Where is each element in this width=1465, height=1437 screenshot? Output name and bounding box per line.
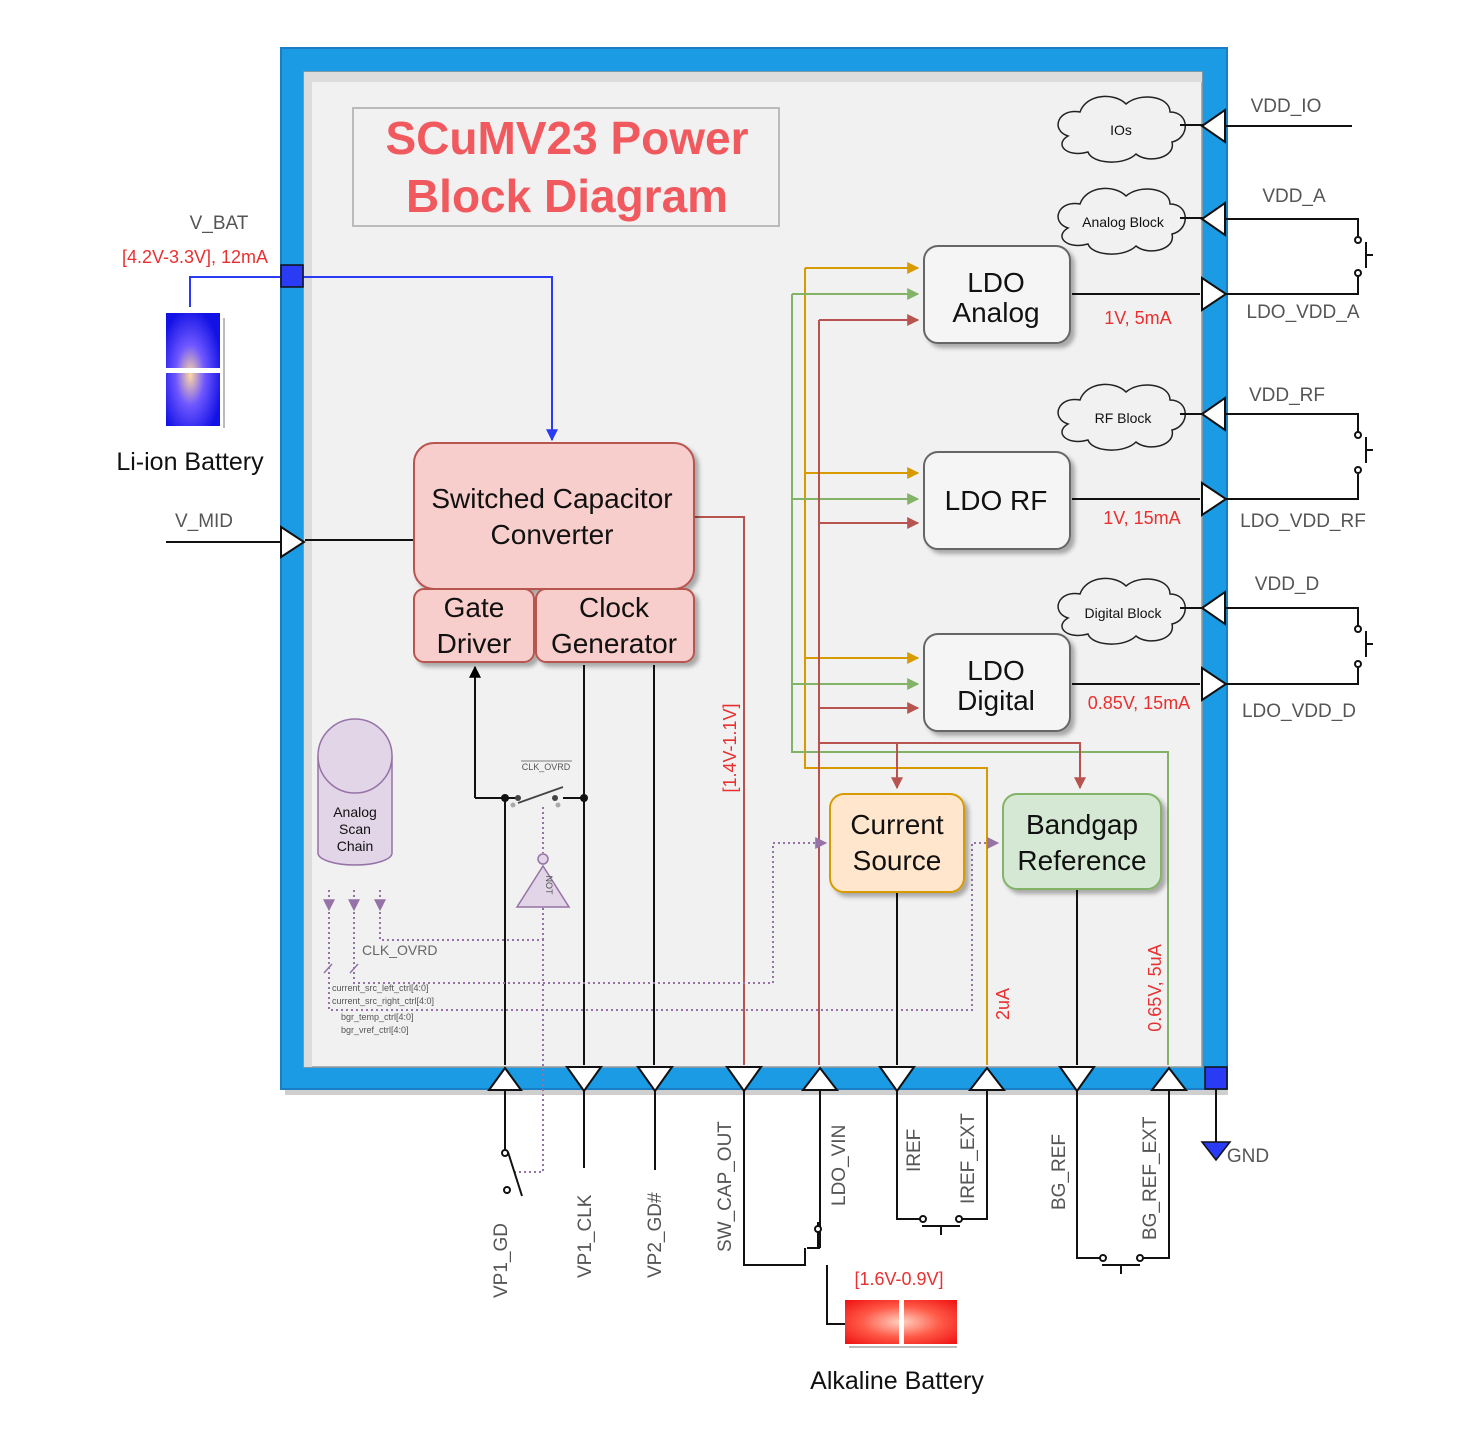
ldo-d-spec: 0.85V, 15mA [1088,693,1190,713]
red-vin-bus [695,314,1086,1065]
pin-iref-ext: IREF_EXT [958,1113,979,1204]
pin-ldo-vdd-rf: LDO_VDD_RF [1240,511,1366,532]
gnd-icon [1200,1141,1232,1162]
alk-spec: [1.6V-0.9V] [854,1269,943,1289]
pin-ldo-vdd-a: LDO_VDD_A [1247,302,1360,323]
ldo-digital-line-2: Digital [957,685,1035,716]
pin-vp1-gd: VP1_GD [491,1223,512,1298]
ldo-rf-line-1: LDO RF [945,485,1048,516]
title-line-2: Block Diagram [406,170,728,222]
vbat-spec: [4.2V-3.3V], 12mA [122,247,268,267]
vmid-port [280,525,306,559]
rf-block-cloud-label: RF Block [1095,410,1153,426]
current-source-line-1: Current [850,809,944,840]
pin-ldo-vdd-d: LDO_VDD_D [1242,701,1356,722]
gate-line-1: Gate [444,592,505,623]
clock-wires [469,665,655,1065]
pin-v-mid: V_MID [175,511,233,532]
bandgap-reference [1002,793,1162,890]
alkaline-battery-label: Alkaline Battery [810,1367,984,1395]
clk-ovrd-switch [510,786,564,808]
pin-vp1-clk: VP1_CLK [575,1194,596,1278]
bus-label-2: current_src_right_ctrl[4:0] [332,996,434,1006]
title-box [352,107,780,227]
bottom-switches [501,1149,1144,1274]
scan-chain-line-3: Chain [337,838,374,854]
ldo-analog [923,245,1071,344]
ldo-analog-line-1: LDO [967,267,1025,298]
analog-block-cloud-label: Analog Block [1082,214,1165,230]
liion-battery-icon [162,313,225,428]
analog-block-cloud [1057,187,1186,255]
alkaline-battery-icon [845,1296,957,1348]
pin-gnd: GND [1227,1146,1269,1167]
right-external-wires [1226,125,1359,685]
bandgap-line-2: Reference [1017,845,1146,876]
clock-line-2: Generator [551,628,677,659]
ios-cloud-label: IOs [1110,122,1132,138]
ldo-a-spec: 1V, 5mA [1104,308,1171,328]
bottom-ports [487,1066,1189,1093]
ldo-digital-line-1: LDO [967,655,1025,686]
pin-vdd-a: VDD_A [1262,186,1326,207]
rf-block-cloud [1057,383,1186,451]
pin-vdd-io: VDD_IO [1251,96,1322,117]
ldo-analog-line-2: Analog [952,297,1039,328]
ldo-output-wires [1072,293,1200,685]
svg-text:NOT: NOT [544,876,554,896]
pin-bg-ref-ext: BG_REF_EXT [1140,1116,1161,1240]
gnd-pad [1204,1066,1228,1090]
pin-v-bat: V_BAT [190,213,249,234]
switched-capacitor-converter [413,442,695,590]
ios-cloud [1057,95,1186,163]
clk-ovrd-label: CLK_OVRD [362,942,437,958]
scc-line-1: Switched Capacitor [431,483,672,514]
right-ports [1200,108,1228,702]
scan-chain-wires [323,807,1000,1173]
pin-vdd-rf: VDD_RF [1249,385,1325,406]
liion-battery-label: Li-ion Battery [116,448,264,476]
not-gate: NOT [515,853,571,908]
pin-iref: IREF [904,1129,925,1172]
ldo-rf-spec: 1V, 15mA [1103,508,1180,528]
digital-block-cloud [1057,577,1186,645]
vbat-pad [280,264,304,288]
bus-label-3: bgr_temp_ctrl[4:0] [341,1012,414,1022]
ldo-rf [923,451,1071,550]
analog-scan-chain [317,718,393,866]
bottom-external-wires [504,1089,1217,1325]
current-source [829,793,965,893]
pin-ldo-vin: LDO_VIN [829,1125,850,1206]
pin-sw-cap-out: SW_CAP_OUT [715,1121,736,1252]
bandgap-line-1: Bandgap [1026,809,1138,840]
right-switches [1354,236,1373,668]
ldo-digital [923,633,1071,732]
clk-ovrd-bar-label: CLK_OVRD [522,762,571,772]
bus-label-4: bgr_vref_ctrl[4:0] [341,1025,409,1035]
clock-line-1: Clock [579,592,650,623]
pin-bg-ref: BG_REF [1049,1134,1070,1210]
digital-block-cloud-label: Digital Block [1084,605,1162,621]
green-bias-bus [791,288,1169,1065]
current-source-line-2: Source [853,845,942,876]
gate-driver [413,588,535,663]
scan-chain-line-2: Scan [339,821,371,837]
sw-cap-spec: [1.4V-1.1V] [720,703,740,792]
pin-vdd-d: VDD_D [1255,574,1319,595]
scc-line-2: Converter [491,519,614,550]
bus-label-1: current_src_left_ctrl[4:0] [332,983,429,993]
title-line-1: SCuMV23 Power [386,112,749,164]
iref-spec: 2uA [993,988,1013,1020]
clock-generator [535,588,695,663]
pin-vp2-gd: VP2_GD# [645,1192,666,1278]
bg-spec: 0.65V, 5uA [1145,944,1165,1031]
scan-chain-line-1: Analog [333,804,377,820]
gate-line-2: Driver [437,628,512,659]
